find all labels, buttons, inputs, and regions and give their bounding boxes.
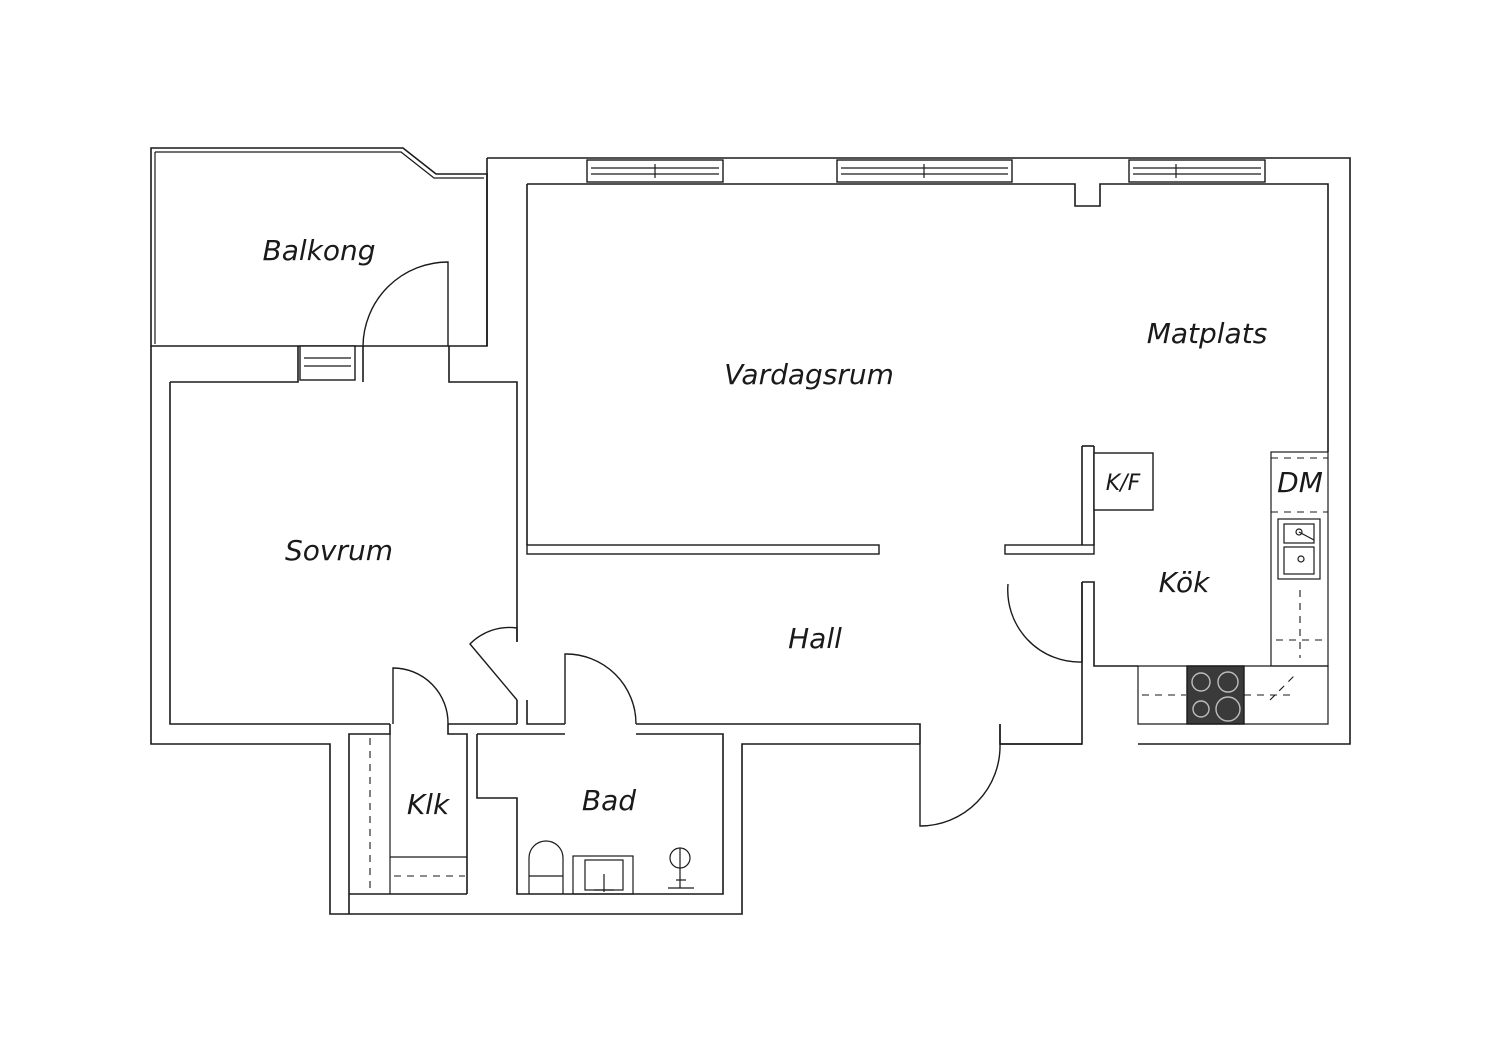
room-label-klk: Klk — [407, 788, 451, 821]
shower-icon — [668, 847, 694, 889]
room-label-hall: Hall — [788, 622, 842, 655]
kitchen-sink-icon — [1277, 518, 1321, 580]
window-3 — [1128, 159, 1266, 183]
fridge-freezer-label: K/F — [1106, 471, 1141, 496]
window-bedroom — [299, 345, 356, 381]
window-2 — [836, 159, 1013, 183]
stove-icon — [1186, 665, 1245, 725]
room-label-matplats: Matplats — [1147, 317, 1268, 350]
room-label-bad: Bad — [582, 784, 636, 817]
outer-walls — [150, 157, 1351, 915]
room-label-balkong: Balkong — [262, 234, 375, 267]
toilet-icon — [528, 840, 564, 894]
windows — [299, 159, 1266, 381]
doors — [362, 261, 1083, 827]
room-labels: Balkong Vardagsrum Matplats Sovrum Kök H… — [262, 234, 1322, 821]
kitchen-fixtures — [1093, 451, 1329, 725]
window-1 — [586, 159, 724, 183]
dishwasher-label: DM — [1277, 466, 1323, 499]
room-label-kok: Kök — [1159, 566, 1211, 599]
bathroom — [476, 733, 724, 895]
partitions — [526, 544, 1095, 555]
closet — [348, 724, 468, 914]
room-label-sovrum: Sovrum — [285, 534, 393, 567]
room-label-vardagsrum: Vardagsrum — [724, 358, 894, 391]
sink-icon — [572, 855, 634, 895]
